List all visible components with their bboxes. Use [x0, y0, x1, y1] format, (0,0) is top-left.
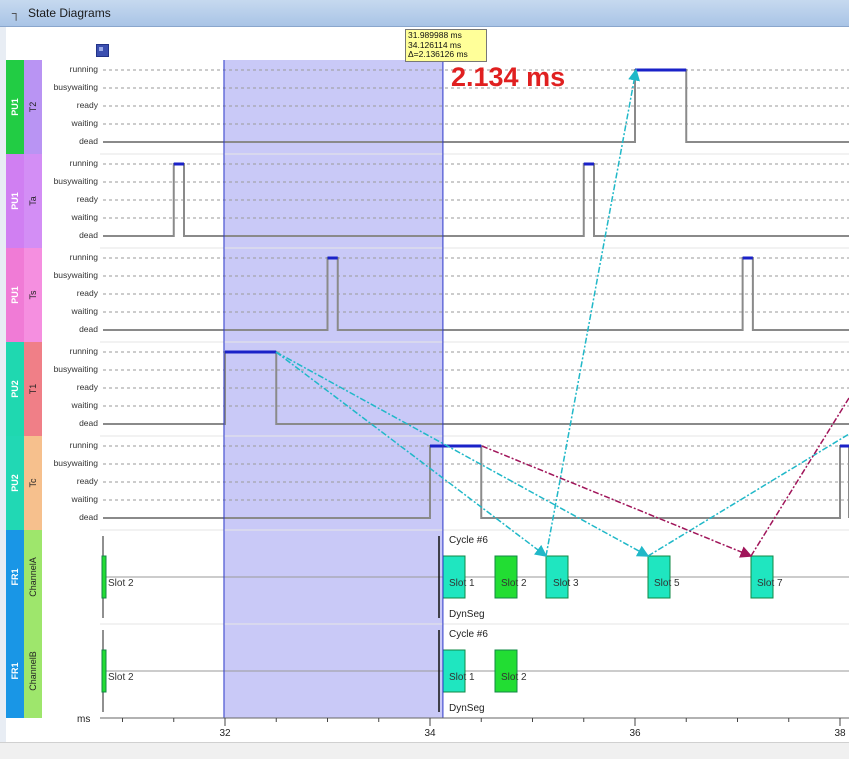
task-label-t1[interactable]: T1 — [24, 342, 42, 436]
time-axis-tick: 34 — [424, 728, 436, 739]
channela-slot-frame — [101, 555, 107, 599]
state-dead: dead — [79, 512, 98, 522]
channela-slot[interactable]: Slot 2 — [501, 578, 527, 589]
channela-cycle-label: Cycle #6 — [449, 535, 488, 546]
selection-band — [223, 60, 443, 718]
group-label-pu1-ts: PU1 — [6, 248, 24, 342]
state-running: running — [69, 440, 98, 450]
cursor-measurement-tooltip: 31.989988 ms 34.126114 ms Δ=2.136126 ms — [405, 29, 487, 62]
state-busywaiting: busywaiting — [53, 364, 98, 374]
state-trace — [103, 163, 849, 237]
state-waiting: waiting — [71, 212, 98, 222]
state-running: running — [69, 252, 98, 262]
channelb-slot-frame — [101, 649, 107, 693]
state-dead: dead — [79, 230, 98, 240]
state-busywaiting: busywaiting — [53, 458, 98, 468]
state-busywaiting: busywaiting — [53, 82, 98, 92]
state-ready: ready — [76, 476, 98, 486]
group-label-pu1-ta: PU1 — [6, 154, 24, 248]
channela-slot[interactable]: Slot 1 — [449, 578, 475, 589]
task-label-t2[interactable]: T2 — [24, 60, 42, 154]
group-label-pu1-t2: PU1 — [6, 60, 24, 154]
state-waiting: waiting — [71, 118, 98, 128]
channel-label-channelb[interactable]: ChannelB — [24, 624, 42, 718]
task-label-ta[interactable]: Ta — [24, 154, 42, 248]
state-running: running — [69, 158, 98, 168]
left-gutter — [0, 27, 6, 758]
channela-slot[interactable]: Slot 5 — [654, 578, 680, 589]
channelb-dynseg-label: DynSeg — [449, 703, 485, 714]
state-dead: dead — [79, 136, 98, 146]
channelb-slot-frame — [494, 649, 518, 693]
channela-slot[interactable]: Slot 7 — [757, 578, 783, 589]
group-label-pu2-tc: PU2 — [6, 436, 24, 530]
state-dead: dead — [79, 418, 98, 428]
channelb-slot-frame — [442, 649, 466, 693]
channelb-slot[interactable]: Slot 1 — [449, 672, 475, 683]
event-chain-arrow — [750, 397, 849, 557]
state-busywaiting: busywaiting — [53, 176, 98, 186]
tooltip-delta: Δ=2.136126 ms — [408, 49, 468, 59]
state-diagram-icon: ┐ — [11, 6, 21, 20]
task-label-tc[interactable]: Tc — [24, 436, 42, 530]
channelb-cycle-label: Cycle #6 — [449, 629, 488, 640]
channelb-slot[interactable]: Slot 2 — [108, 672, 134, 683]
state-running: running — [69, 64, 98, 74]
channela-slot-frame — [750, 555, 774, 599]
tooltip-start-time: 31.989988 ms — [408, 30, 462, 40]
channela-slot[interactable]: Slot 2 — [108, 578, 134, 589]
state-waiting: waiting — [71, 306, 98, 316]
channela-slot-frame — [494, 555, 518, 599]
time-axis-tick: 32 — [219, 728, 231, 739]
event-chain-arrow — [275, 351, 650, 557]
event-chain-arrow — [545, 68, 640, 557]
group-label-fr1-channelb: FR1 — [6, 624, 24, 718]
state-ready: ready — [76, 100, 98, 110]
channela-slot-frame — [647, 555, 671, 599]
state-busywaiting: busywaiting — [53, 270, 98, 280]
state-ready: ready — [76, 288, 98, 298]
channela-dynseg-label: DynSeg — [449, 609, 485, 620]
time-axis-unit: ms — [77, 714, 91, 725]
event-chain-arrow — [481, 445, 753, 558]
time-axis-tick: 38 — [834, 728, 846, 739]
tooltip-end-time: 34.126114 ms — [408, 39, 462, 50]
state-trace — [103, 257, 849, 331]
channel-label-channela[interactable]: ChannelA — [24, 530, 42, 624]
state-waiting: waiting — [71, 400, 98, 410]
time-axis-tick: 36 — [629, 728, 641, 739]
channela-slot-frame — [442, 555, 466, 599]
zoom-reset-button[interactable] — [96, 44, 109, 57]
state-dead: dead — [79, 324, 98, 334]
state-running: running — [69, 346, 98, 356]
group-label-fr1-channela: FR1 — [6, 530, 24, 624]
task-label-ts[interactable]: Ts — [24, 248, 42, 342]
event-chain-arrow — [647, 433, 849, 557]
horizontal-scrollbar[interactable] — [0, 742, 849, 759]
channela-slot[interactable]: Slot 3 — [553, 578, 579, 589]
state-ready: ready — [76, 382, 98, 392]
state-waiting: waiting — [71, 494, 98, 504]
measurement-callout: 2.134 ms — [451, 62, 566, 92]
window-titlebar: ┐ State Diagrams — [0, 0, 849, 27]
channelb-slot[interactable]: Slot 2 — [501, 672, 527, 683]
window-title: State Diagrams — [28, 6, 111, 20]
channela-slot-frame — [545, 555, 569, 599]
state-ready: ready — [76, 194, 98, 204]
group-label-pu2-t1: PU2 — [6, 342, 24, 436]
event-chain-arrow — [275, 351, 548, 557]
